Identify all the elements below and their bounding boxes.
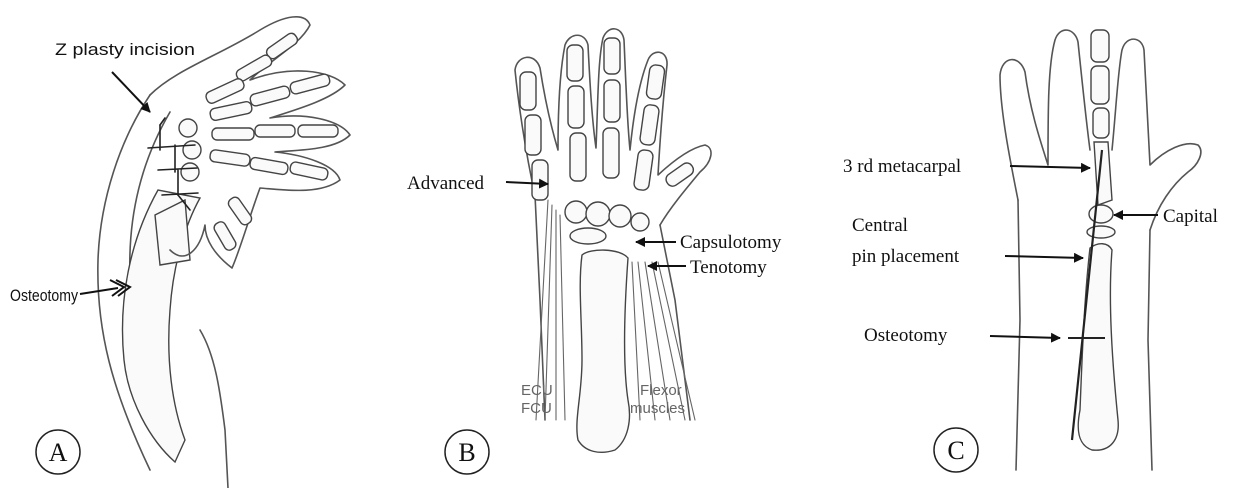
panel-a: Z plasty incision Osteotomy A <box>10 17 350 488</box>
panel-c-metacarpal-label: 3 rd metacarpal <box>843 156 961 177</box>
panel-a-z-plasty-label: Z plasty incision <box>55 40 195 59</box>
panel-a-finger-bones <box>204 31 338 252</box>
panel-b-carpals <box>565 201 649 244</box>
panel-b-finger-bones <box>520 38 696 200</box>
panel-c-label: C <box>947 436 964 465</box>
panel-c-central-arrow <box>1005 256 1083 258</box>
panel-c-osteotomy-arrow <box>990 336 1060 338</box>
panel-c: 3 rd metacarpal Capital Central pin plac… <box>843 30 1218 472</box>
panel-b-radius-bone <box>577 250 630 452</box>
panel-b-capsulotomy-label: Capsulotomy <box>680 232 782 253</box>
panel-b-label: B <box>458 438 475 467</box>
panel-b-ecu-label: ECU <box>521 382 553 399</box>
panel-b-advanced-label: Advanced <box>407 173 485 194</box>
panel-c-osteotomy-label: Osteotomy <box>864 325 948 346</box>
panel-c-metacarpal-arrow <box>1010 166 1090 168</box>
panel-c-capital-label: Capital <box>1163 206 1218 227</box>
panel-b-fcu-label: FCU <box>521 400 552 417</box>
panel-b-flexor-label-1: Flexor <box>640 382 682 399</box>
panel-a-z-plasty-arrow <box>112 72 150 112</box>
panel-b-tenotomy-label: Tenotomy <box>690 257 767 278</box>
panel-c-central-label-1: Central <box>852 215 908 236</box>
panel-b: ECU FCU Flexor muscles Advanced Capsulot… <box>407 29 782 474</box>
panel-c-bones <box>1078 30 1118 450</box>
panel-c-central-label-2: pin placement <box>852 246 960 267</box>
panel-a-label: A <box>49 438 68 467</box>
panel-a-osteotomy-label: Osteotomy <box>10 286 78 305</box>
panel-b-flexor-label-2: muscles <box>630 400 685 417</box>
